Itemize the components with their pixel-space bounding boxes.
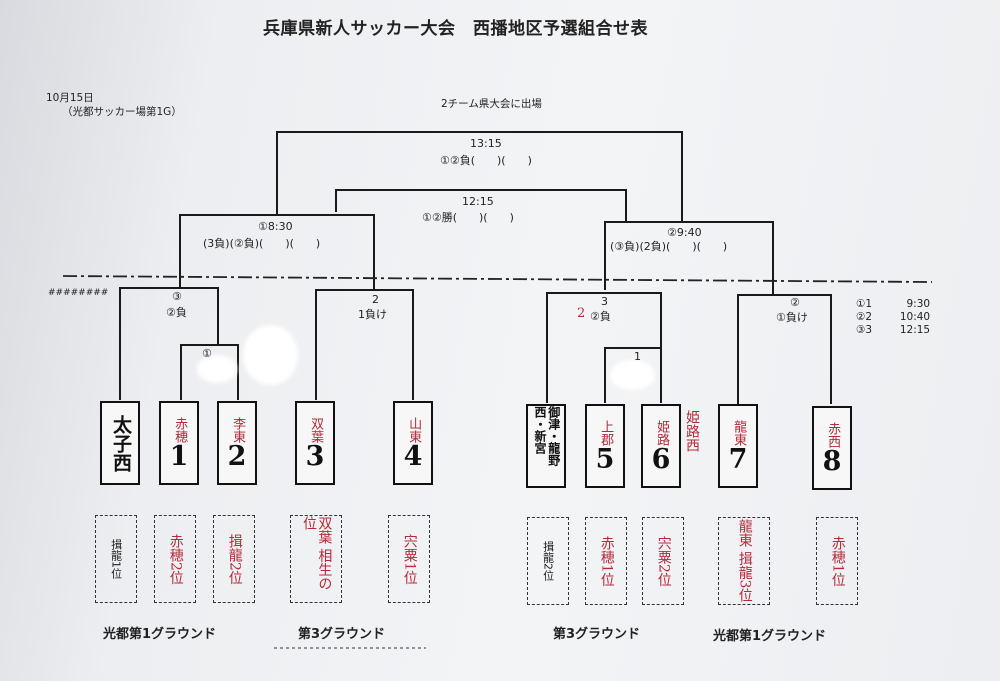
seed-box: 双葉 相生の位 <box>290 515 342 603</box>
whiteout-blob <box>197 355 237 383</box>
team-name: 御津・龍野西・新宮 <box>533 406 561 466</box>
ground-label: 第3グラウンド <box>553 627 641 642</box>
seed-text: 龍東 揖龍3位 <box>736 519 753 603</box>
seed-box: 龍東 揖龍3位 <box>718 517 770 605</box>
event-venue: （光都サッカー場第1G） <box>62 106 182 118</box>
seed-box: 赤穂1位 <box>585 517 627 605</box>
schedule-time: 10:40 <box>899 311 931 323</box>
team-handwritten: 龍東 <box>731 419 747 446</box>
left-match-label: ①8:30 <box>258 220 293 233</box>
q-right-a-desc: ②負 <box>590 310 611 323</box>
seed-text: 揖龍2位 <box>226 533 243 585</box>
semi-desc: ①②勝( )( ) <box>422 211 514 224</box>
schedule-list: ①1 9:30 ②2 10:40 ③3 12:15 <box>856 298 930 337</box>
ground-label: 光都第1グラウンド <box>103 627 217 642</box>
hash-mark: ######## <box>48 288 109 298</box>
team-box-8: 赤西 8 <box>812 406 852 490</box>
seed-box: 宍粟1位 <box>388 515 430 603</box>
schedule-row: ②2 10:40 <box>856 311 930 324</box>
q-left-a-desc: ②負 <box>166 306 187 319</box>
team-box-7: 龍東 7 <box>718 404 758 488</box>
right-match-label: ②9:40 <box>667 226 702 239</box>
seed-text: 赤穂1位 <box>598 535 615 587</box>
team-box-6: 姫路 6 <box>641 404 681 488</box>
side-note: 姫路西 <box>684 410 700 452</box>
ground-label: 第3グラウンド <box>298 627 386 642</box>
seed-box: 揖龍1位 <box>95 515 137 603</box>
seed-box: 揖龍2位 <box>213 515 255 603</box>
left-match-desc: (3負)(②負)( )( ) <box>203 237 321 250</box>
team-box-taishi-nishi: 太子西 <box>100 401 140 485</box>
team-box-1: 赤穂 1 <box>159 401 199 485</box>
final-time: 13:15 <box>470 137 502 150</box>
q-right-a-red: 2 <box>577 306 586 321</box>
schedule-time: 12:15 <box>899 324 931 336</box>
team-handwritten: 赤西 <box>825 421 841 448</box>
team-number: 1 <box>169 440 189 472</box>
q-right-b-num: ② <box>790 296 800 309</box>
seed-text: 赤穂2位 <box>167 533 184 585</box>
seed-box: 宍粟2位 <box>642 517 684 605</box>
seed-text: 宍粟2位 <box>655 535 672 587</box>
team-number: 6 <box>651 443 671 475</box>
q-right-a-num: 3 <box>601 295 608 308</box>
team-number: 3 <box>305 440 325 472</box>
team-handwritten: 山東 <box>406 416 422 443</box>
seed-text: 揖龍2位 <box>541 541 555 581</box>
seed-box: 赤穂1位 <box>816 517 858 605</box>
semi-time: 12:15 <box>462 195 494 208</box>
event-date: 10月15日 <box>46 92 94 104</box>
team-box-4: 山東 4 <box>393 401 433 485</box>
seed-text: 赤穂1位 <box>829 535 846 587</box>
ground-label: 光都第1グラウンド <box>713 629 827 644</box>
right-match-desc: (③負)(2負)( )( ) <box>610 240 728 253</box>
whiteout-blob <box>610 360 655 390</box>
q-left-b-desc: 1負け <box>358 308 387 321</box>
whiteout-blob <box>243 325 298 385</box>
r1-left-label: ① <box>202 347 212 360</box>
team-box-3: 双葉 3 <box>295 401 335 485</box>
q-right-b-desc: ①負け <box>776 311 808 324</box>
team-number: 8 <box>822 445 842 477</box>
qualify-label: 2チーム県大会に出場 <box>441 98 542 110</box>
schedule-row: ①1 9:30 <box>856 298 930 311</box>
team-number: 7 <box>728 443 748 475</box>
schedule-row: ③3 12:15 <box>856 324 930 337</box>
team-handwritten: 双葉 <box>308 416 324 443</box>
team-box-5: 上郡 5 <box>585 404 625 488</box>
schedule-code: ②2 <box>856 311 873 323</box>
team-number: 2 <box>227 440 247 472</box>
page-title: 兵庫県新人サッカー大会 西播地区予選組合せ表 <box>263 19 648 39</box>
seed-text: 宍粟1位 <box>401 533 418 585</box>
q-left-a-num: ③ <box>172 290 182 303</box>
team-handwritten: 上郡 <box>598 419 614 446</box>
schedule-time: 9:30 <box>906 298 931 310</box>
seed-text: 双葉 相生の位 <box>301 516 333 591</box>
seed-box: 揖龍2位 <box>527 517 569 605</box>
seed-text: 揖龍1位 <box>109 539 123 579</box>
r1-right-label: 1 <box>634 350 641 363</box>
team-name: 太子西 <box>109 414 132 472</box>
team-box-2: 李東 2 <box>217 401 257 485</box>
q-left-b-num: 2 <box>372 293 379 306</box>
schedule-code: ③3 <box>856 324 873 336</box>
team-handwritten: 姫路 <box>654 419 670 446</box>
team-handwritten: 李東 <box>230 416 246 443</box>
team-number: 5 <box>595 443 615 475</box>
team-handwritten: 赤穂 <box>172 416 188 443</box>
seed-box: 赤穂2位 <box>154 515 196 603</box>
final-desc: ①②負( )( ) <box>440 154 532 167</box>
schedule-code: ①1 <box>856 298 873 310</box>
team-box-mitsu-tatsuno: 御津・龍野西・新宮 <box>526 404 566 488</box>
team-number: 4 <box>403 440 423 472</box>
